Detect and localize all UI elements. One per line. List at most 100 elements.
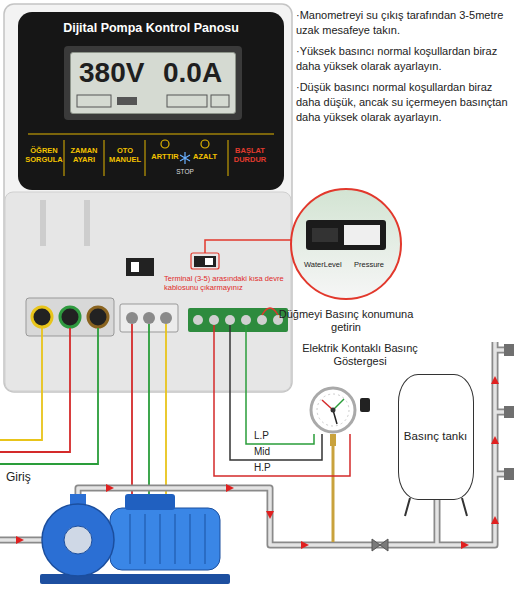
mode-switch-knob (205, 258, 213, 265)
terminal-screw (143, 312, 155, 324)
flow-arrow (491, 516, 499, 524)
flow-arrow (266, 511, 274, 519)
terminal-screw (257, 315, 267, 325)
pump-motor (110, 508, 220, 570)
switch-caption: Düğmeyi Basınç konumuna getirin (276, 308, 416, 334)
pump-wire (131, 324, 133, 494)
node-graphic (306, 386, 360, 434)
switch-position-label: Pressure (354, 260, 384, 269)
wire-label: L.P (252, 430, 271, 442)
pump-wire (148, 324, 150, 494)
valve-symbol (372, 539, 388, 551)
gauge-scale (317, 394, 349, 426)
wire (213, 325, 215, 392)
lcd-segment (167, 95, 207, 107)
button-label: ARTTIR (146, 152, 184, 161)
short-circuit-wire (262, 308, 278, 315)
flow-arrow (16, 536, 24, 544)
gauge-contact (360, 398, 370, 412)
switch-slider (344, 225, 380, 245)
button-label: OTO MANUEL (106, 146, 144, 164)
signal-wire (230, 392, 322, 460)
wire-label: H.P (252, 462, 273, 474)
mode-switch (194, 256, 216, 267)
tank-label: Basınç tankı (401, 430, 470, 444)
pump-terminal-box (125, 494, 175, 510)
terminal-screw (241, 315, 251, 325)
faucet (504, 344, 514, 356)
dip-switch-knob (131, 262, 139, 272)
terminal-screw (209, 315, 219, 325)
supply-wire (0, 328, 98, 464)
button-icon (161, 140, 169, 148)
dip-switch (126, 258, 154, 276)
panel-face (18, 12, 284, 190)
lcd-bezel (64, 46, 242, 120)
housing-groove (84, 200, 90, 246)
signal-wire (246, 392, 314, 444)
wire (245, 325, 247, 392)
switch-position-label: WaterLevel (304, 260, 342, 269)
panel-lower-section (5, 192, 291, 391)
pump-volute (42, 504, 114, 576)
tank-leg (405, 498, 467, 516)
button-icon (201, 140, 209, 148)
terminal-screw (126, 312, 138, 324)
wire (229, 325, 231, 392)
terminal-screw (193, 315, 203, 325)
flow-arrow (491, 436, 499, 444)
switch-track (312, 228, 338, 242)
gauge-hub (331, 408, 336, 413)
switch-body (306, 220, 386, 250)
button-bar-line (28, 134, 274, 135)
highlight-box (191, 253, 219, 269)
button-label: BAŞLAT DURDUR (230, 146, 270, 164)
warning-note: Terminal (3-5) arasındaki kısa devre kab… (164, 274, 288, 292)
snowflake-icon (180, 152, 190, 164)
lcd-segment (77, 95, 111, 107)
current-reading: 0.0A (163, 56, 222, 90)
stop-label: STOP (173, 168, 197, 176)
flow-arrow (301, 541, 309, 549)
flow-arrow (226, 484, 234, 492)
gauge-pipe (332, 446, 335, 542)
lcd-segment (211, 95, 229, 107)
voltage-reading: 380V (79, 56, 144, 90)
gauge-stem (330, 434, 336, 446)
instruction-note: ·Düşük basıncı normal koşullardan biraz … (296, 80, 516, 125)
terminal-screw (32, 307, 52, 327)
instruction-note: ·Manometreyi su çıkış tarafından 3-5metr… (296, 8, 516, 38)
housing-groove (40, 200, 46, 246)
panel-housing (4, 4, 292, 392)
button-label: ÖĞREN SORGULA (25, 146, 63, 164)
flow-arrow (491, 376, 499, 384)
pressure-tank: Basınç tankı (398, 374, 474, 500)
motor-ribs (130, 514, 205, 564)
lcd-display: 380V 0.0A (70, 52, 236, 114)
supply-wire (0, 328, 42, 440)
terminal-screw (88, 307, 108, 327)
supply-wire (0, 328, 70, 452)
wire-label: Mid (252, 446, 272, 458)
lcd-segment (117, 97, 137, 105)
node-graphic (292, 190, 400, 298)
switch-zoom-circle: WaterLevelPressureDüğmeyi Basınç konumun… (290, 188, 402, 300)
gauge-dial (311, 388, 355, 432)
terminal-block (188, 308, 288, 332)
button-label: AZALT (186, 152, 224, 161)
terminal-screw (60, 307, 80, 327)
control-panel: Dijital Pompa Kontrol Panosu 380V 0.0A (4, 4, 292, 392)
pump-wire (165, 324, 167, 494)
faucet (504, 406, 514, 418)
pump-inlet (64, 526, 92, 554)
terminal-screw (225, 315, 235, 325)
pressure-gauge: Elektrik Kontaklı Basınç Göstergesi (306, 386, 360, 434)
panel-title: Dijital Pompa Kontrol Panosu (18, 21, 284, 36)
gauge-heading: Elektrik Kontaklı Basınç Göstergesi (300, 342, 420, 368)
input-label: Giriş (6, 470, 31, 485)
leader-line (205, 240, 291, 253)
flow-arrow (106, 484, 114, 492)
button-label: ZAMAN AYARI (65, 146, 103, 164)
button-separator (64, 140, 228, 176)
